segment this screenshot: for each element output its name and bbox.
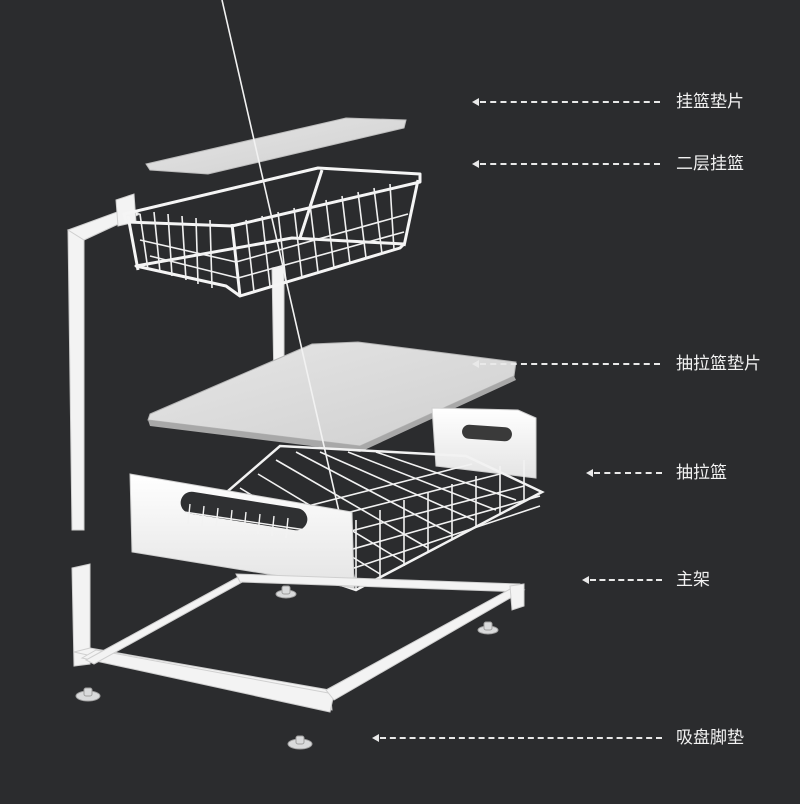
arrow-left-icon [372, 734, 379, 742]
dashed-leader-line [480, 363, 660, 365]
hang-basket-pad-shape [145, 117, 407, 175]
callout-label: 抽拉篮 [676, 463, 727, 483]
arrow-left-icon [586, 469, 593, 477]
suction-feet-shapes [75, 585, 499, 750]
dashed-leader-line [480, 101, 660, 103]
arrow-left-icon [472, 160, 479, 168]
callout-label: 挂篮垫片 [676, 92, 744, 112]
main-frame-shape [71, 563, 526, 713]
arrow-left-icon [472, 360, 479, 368]
second-tier-basket-shape [122, 166, 422, 298]
dashed-leader-line [594, 472, 662, 474]
second-tier-basket-wires [139, 183, 409, 293]
pull-out-basket-shape [129, 0, 545, 592]
callout-pull-out-basket: 抽拉篮 [0, 459, 800, 489]
callout-label: 主架 [676, 570, 710, 590]
pull-out-basket-pad-edge [148, 376, 516, 452]
dashed-leader-line [380, 737, 662, 739]
callout-hang-basket-pad: 挂篮垫片 [0, 88, 800, 118]
dashed-leader-line [590, 579, 662, 581]
arrow-left-icon [472, 98, 479, 106]
callout-second-tier-basket: 二层挂篮 [0, 150, 800, 180]
arrow-left-icon [582, 576, 589, 584]
callout-label: 吸盘脚垫 [676, 728, 744, 748]
callout-label: 抽拉篮垫片 [676, 354, 761, 374]
callout-suction-feet: 吸盘脚垫 [0, 724, 800, 754]
callout-main-frame: 主架 [0, 566, 800, 596]
upper-frame [66, 193, 285, 531]
callout-label: 二层挂篮 [676, 154, 744, 174]
callout-pull-out-basket-pad: 抽拉篮垫片 [0, 350, 800, 380]
dashed-leader-line [480, 163, 660, 165]
